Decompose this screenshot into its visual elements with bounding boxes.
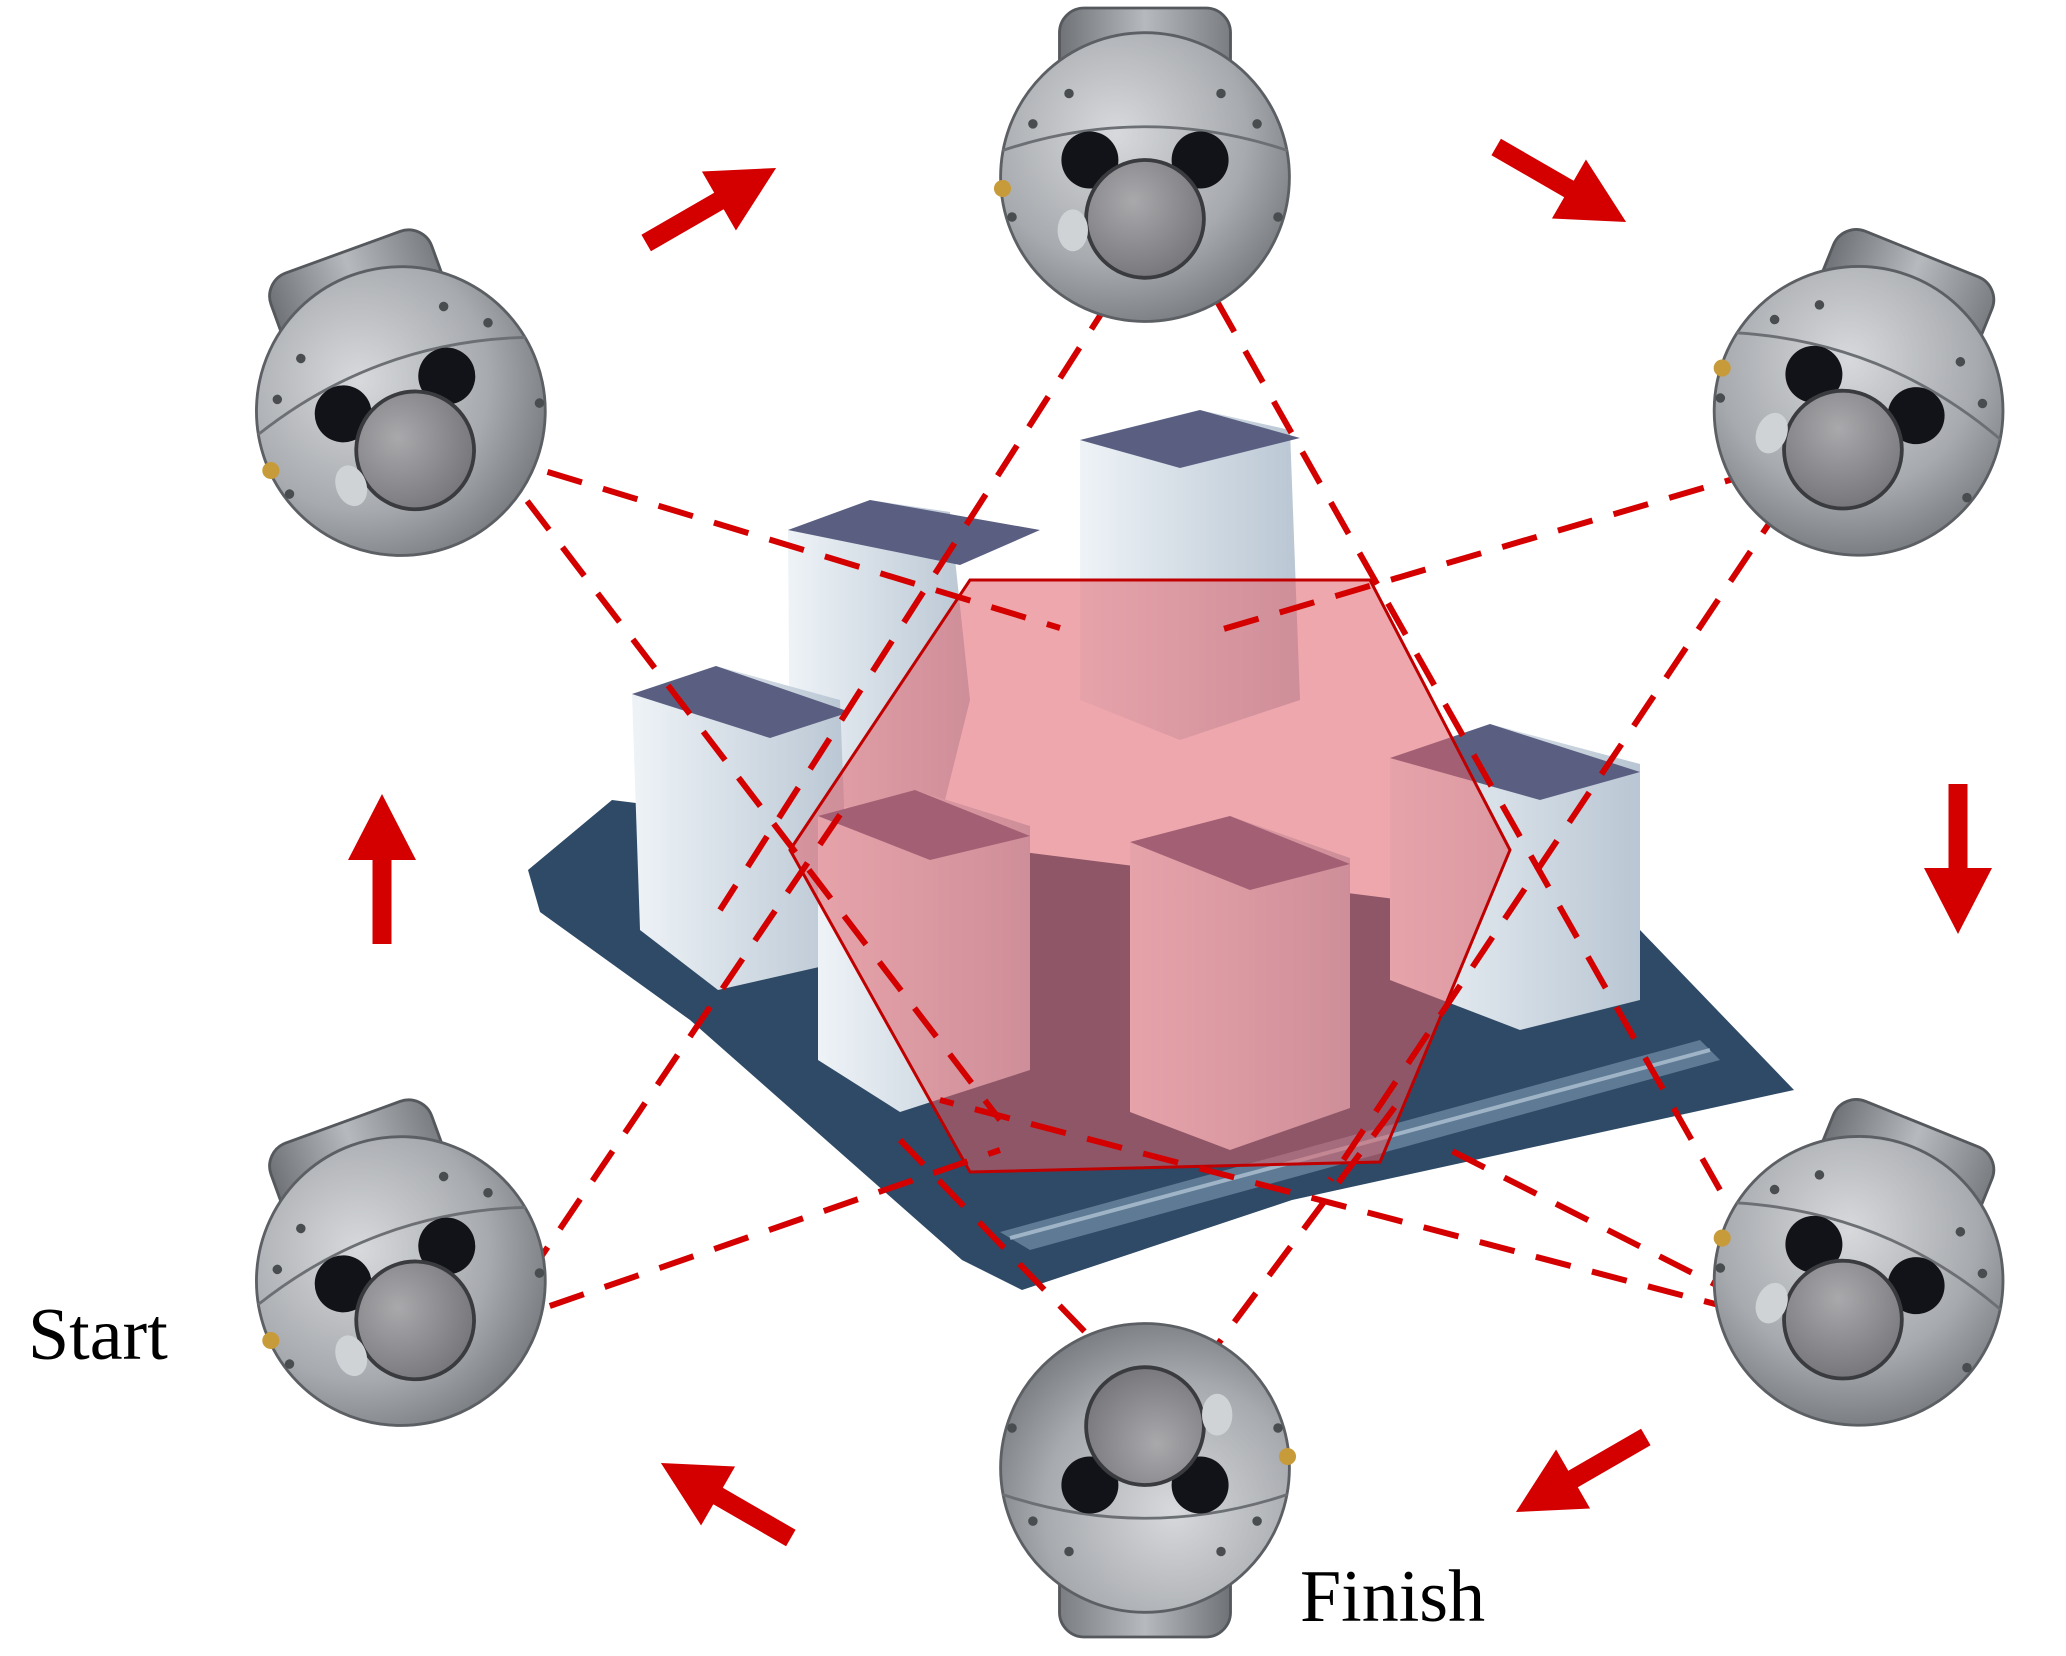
ray bbox=[492, 798, 853, 1327]
ray bbox=[1219, 452, 1816, 633]
direction-arrow-icon bbox=[644, 1434, 808, 1568]
direction-arrow-icon bbox=[1924, 784, 1992, 934]
camera-top bbox=[992, 6, 1292, 324]
direction-arrow-icon bbox=[629, 139, 793, 273]
ray bbox=[717, 248, 1145, 912]
camera-bottom bbox=[998, 1321, 1298, 1639]
gimbal-camera-icon bbox=[199, 200, 588, 601]
building-left bbox=[632, 666, 850, 990]
ray bbox=[491, 452, 1061, 631]
building-roof bbox=[788, 500, 1040, 565]
ray bbox=[489, 453, 1003, 1122]
camera-top-left bbox=[199, 200, 588, 601]
ray bbox=[1185, 248, 1723, 1192]
camera-bottom-left bbox=[199, 1070, 588, 1471]
camera-top-right bbox=[1662, 195, 2058, 601]
direction-arrow-icon bbox=[348, 794, 416, 944]
finish-label: Finish bbox=[1300, 1556, 1486, 1638]
camera-bottom-right bbox=[1662, 1065, 2058, 1471]
direction-arrow-icon bbox=[1479, 118, 1643, 252]
building-roof bbox=[1080, 410, 1300, 468]
gimbal-camera-icon bbox=[992, 6, 1292, 324]
gimbal-camera-icon bbox=[199, 1070, 588, 1471]
ray bbox=[1327, 453, 1818, 1182]
ray bbox=[939, 1097, 1796, 1328]
direction-arrow-icon bbox=[1499, 1408, 1663, 1542]
gimbal-camera-icon bbox=[1662, 195, 2058, 601]
gimbal-camera-icon bbox=[998, 1321, 1298, 1639]
start-label: Start bbox=[28, 1294, 168, 1376]
ray bbox=[494, 1147, 1001, 1328]
building-roof bbox=[632, 666, 850, 738]
gimbal-camera-icon bbox=[1662, 1065, 2058, 1471]
